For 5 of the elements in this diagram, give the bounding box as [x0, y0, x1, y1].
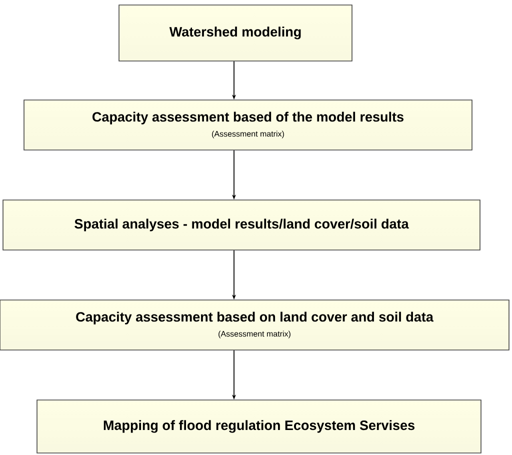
process-box: Capacity assessment based of the model results (Assessment matrix)	[24, 100, 472, 150]
process-box: Mapping of flood regulation Ecosystem Servises	[36, 400, 482, 454]
process-box: Capacity assessment based on land cover and soil data (Assessment matrix)	[0, 300, 510, 350]
process-box: Watershed modeling	[118, 4, 352, 62]
process-box: Spatial analyses - model results/land cover/soil data	[2, 200, 480, 250]
